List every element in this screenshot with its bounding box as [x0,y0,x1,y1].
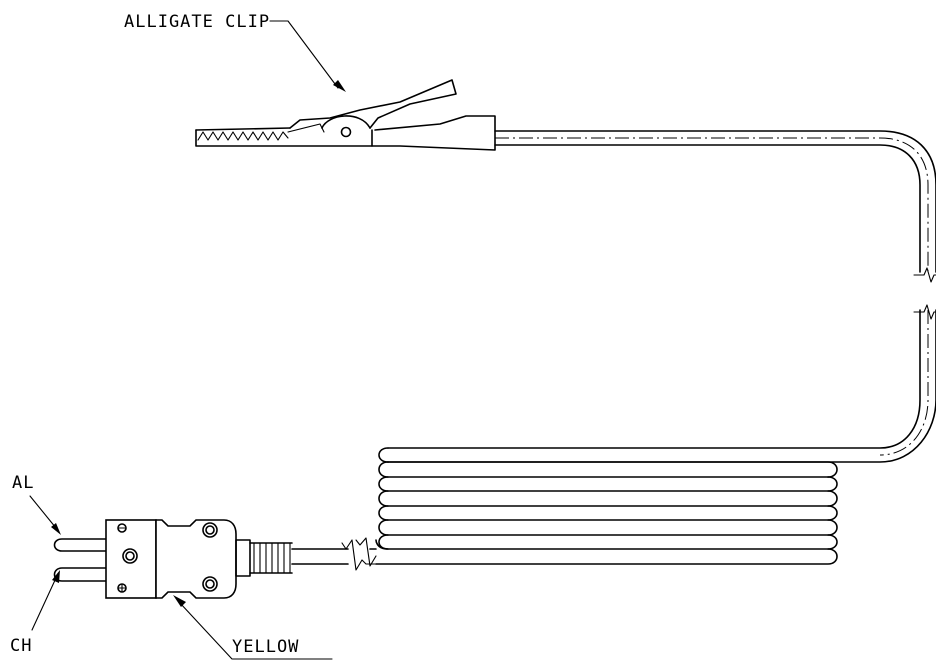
label-ch: CH [10,636,32,656]
leader-yellow [173,595,333,660]
leader-clip [269,20,346,92]
connector-plug [53,519,293,599]
label-yellow: YELLOW [232,637,299,657]
label-alligate-clip: ALLIGATE CLIP [124,12,270,32]
probe-cable [387,130,936,463]
alligator-clip [195,79,496,151]
leader-al [29,495,61,535]
coiled-cable [291,447,838,571]
label-al: AL [12,473,34,493]
